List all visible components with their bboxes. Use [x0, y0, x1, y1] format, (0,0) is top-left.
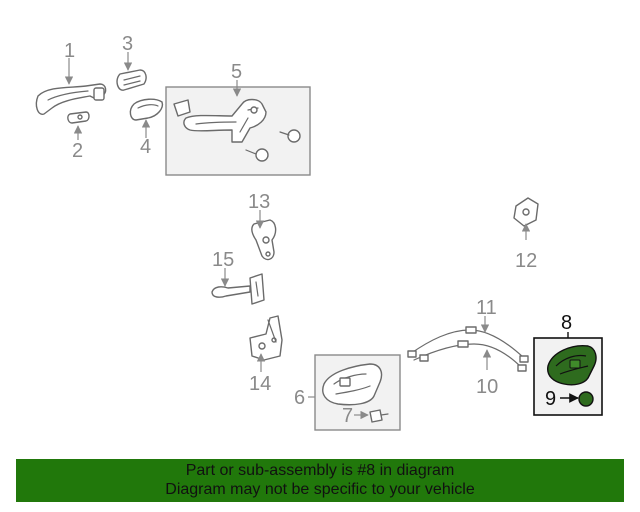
- callout-5: 5: [231, 61, 242, 83]
- callout-14: 14: [249, 373, 271, 395]
- part-5-screw-a: [279, 129, 301, 143]
- callout-11: 11: [476, 297, 497, 319]
- part-1-outside-handle: [35, 83, 107, 115]
- callout-10: 10: [476, 376, 498, 398]
- callout-4: 4: [140, 136, 151, 158]
- part-5-handle-frame: [173, 98, 267, 143]
- banner-line-2: Diagram may not be specific to your vehi…: [165, 481, 475, 498]
- part-10-11-cables: [407, 326, 529, 372]
- callout-3: 3: [122, 33, 133, 55]
- part-14-hinge: [249, 315, 283, 361]
- part-9-cap[interactable]: [578, 391, 594, 407]
- callout-7: 7: [342, 405, 353, 427]
- part-2-pad: [67, 111, 90, 124]
- part-6-inside-handle: [322, 363, 383, 406]
- callout-2: 2: [72, 140, 83, 162]
- callout-13: 13: [248, 191, 270, 213]
- banner-line-1: Part or sub-assembly is #8 in diagram: [185, 462, 455, 479]
- part-13-bracket: [251, 219, 277, 261]
- callout-9: 9: [545, 388, 556, 410]
- part-5-screw-b: [245, 148, 269, 162]
- callout-1: 1: [64, 40, 75, 62]
- callout-8: 8: [561, 312, 572, 334]
- part-7-screw: [369, 409, 389, 423]
- callout-12: 12: [515, 250, 537, 272]
- part-8-inside-handle[interactable]: [547, 345, 597, 386]
- callout-6: 6: [294, 387, 305, 409]
- info-banner: Part or sub-assembly is #8 in diagram Di…: [16, 459, 624, 502]
- part-4-bezel: [129, 98, 164, 121]
- callout-15: 15: [212, 249, 234, 271]
- part-12-striker: [513, 197, 539, 227]
- part-15-door-check: [211, 273, 265, 305]
- part-3-cap: [116, 69, 147, 91]
